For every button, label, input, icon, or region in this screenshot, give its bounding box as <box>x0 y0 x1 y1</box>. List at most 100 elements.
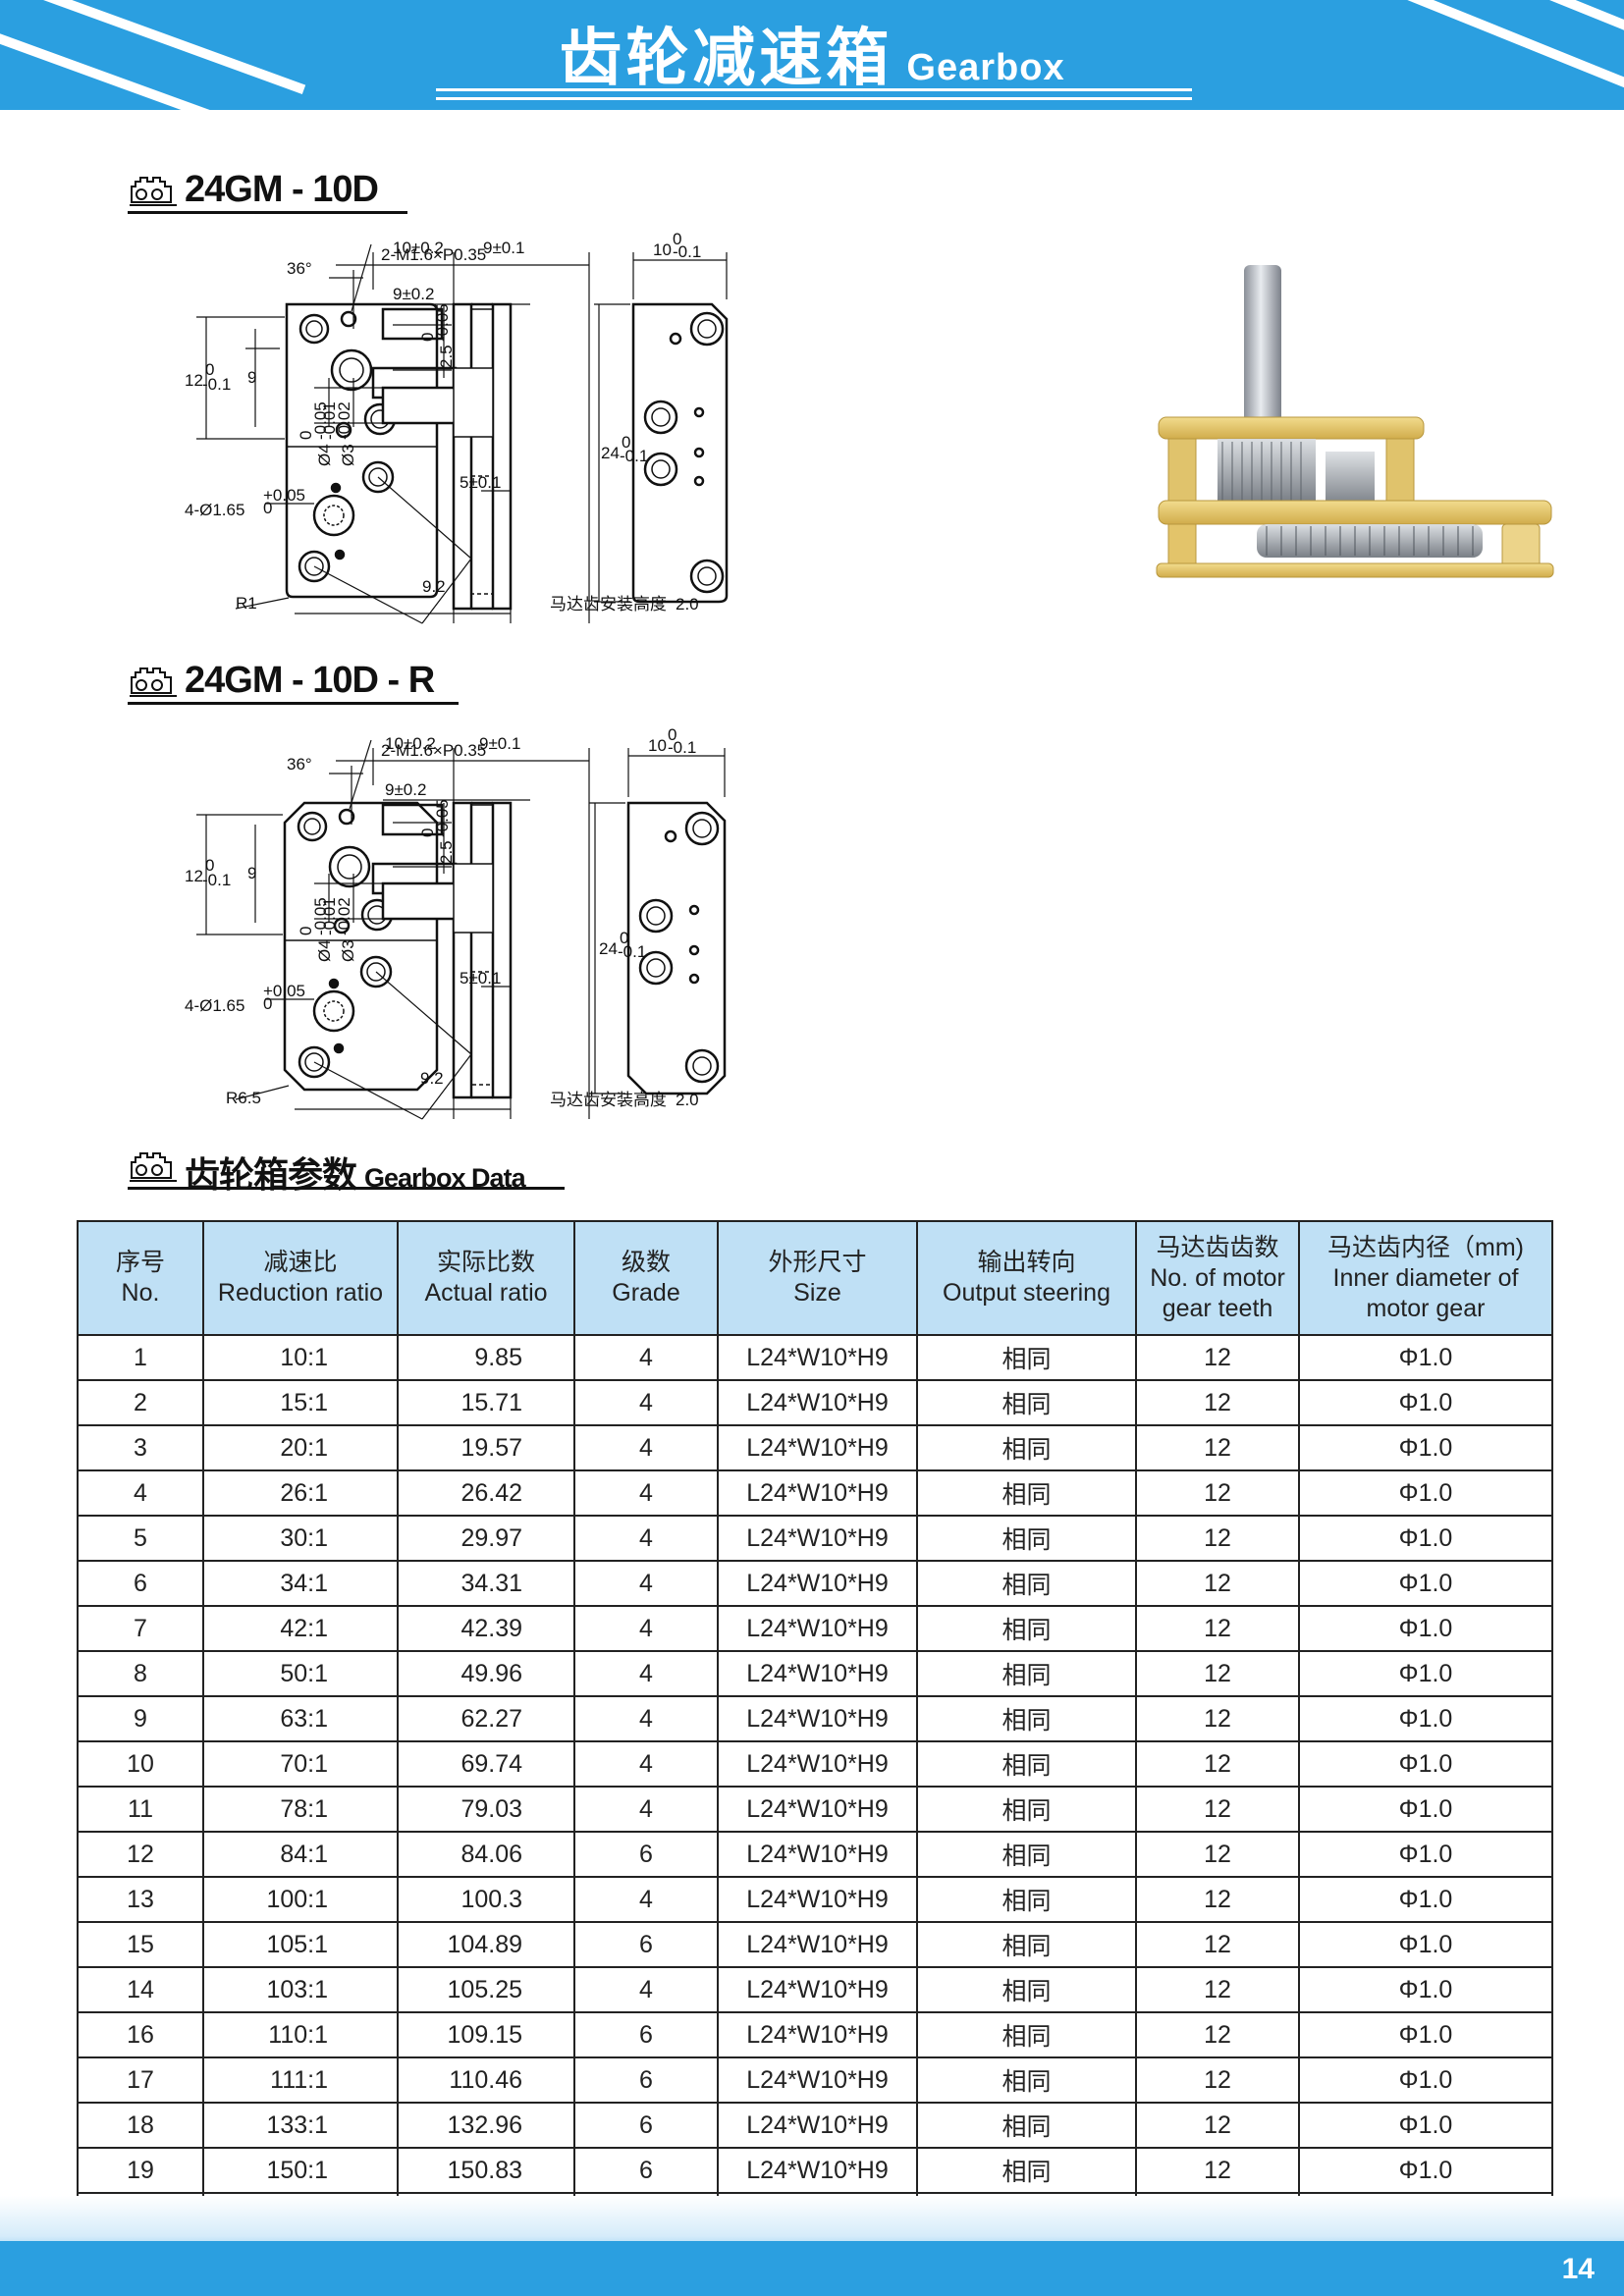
cell-motor-gear-teeth: 12 <box>1135 2011 1300 2058</box>
cell-actual-ratio: 109.15 <box>397 2011 575 2058</box>
cell-output-steering: 相同 <box>916 1831 1137 1878</box>
output-shaft <box>381 881 458 921</box>
cell-motor-gear-teeth: 12 <box>1135 1469 1300 1517</box>
dim-shaft-len: 9±0.2 <box>385 780 426 799</box>
dim-h24: 24 <box>599 939 618 958</box>
dim-w10-tol-top: 0 <box>673 230 681 248</box>
dim-shaft-d4-tol-bot: -0.05 <box>311 401 330 440</box>
cell-reduction-ratio: 103:1 <box>202 1966 399 2013</box>
dim-holes: 4-Ø1.65 <box>185 996 244 1015</box>
cell-inner-diameter: Φ1.0 <box>1298 1379 1553 1426</box>
cell-output-steering: 相同 <box>916 1424 1137 1471</box>
cell-actual-ratio: 100.3 <box>397 1876 575 1923</box>
cell-output-steering: 相同 <box>916 2147 1137 2194</box>
cell-grade: 4 <box>573 1876 719 1923</box>
dim-h12-tol-top: 0 <box>205 360 214 379</box>
model-b-drawing: 36° 2-M1.6×P0.35 2.5 0 -0.05 12 0 -0.1 9… <box>185 725 727 1120</box>
gear-icon <box>130 177 177 206</box>
dim-holes-tol-top: +0.05 <box>263 982 305 1000</box>
cell-actual-ratio: 84.06 <box>397 1831 575 1878</box>
cell-no: 1 <box>77 1334 204 1381</box>
dim-h24-tol-top: 0 <box>620 929 628 947</box>
heading-underline <box>128 702 459 705</box>
cell-actual-ratio: 15.71 <box>397 1379 575 1426</box>
cell-reduction-ratio: 70:1 <box>202 1740 399 1788</box>
gear-icon <box>130 1152 177 1182</box>
cell-no: 10 <box>77 1740 204 1788</box>
cell-actual-ratio: 79.03 <box>397 1786 575 1833</box>
cell-reduction-ratio: 30:1 <box>202 1515 399 1562</box>
cell-reduction-ratio: 50:1 <box>202 1650 399 1697</box>
cell-inner-diameter: Φ1.0 <box>1298 1786 1553 1833</box>
model-b-title: 24GM - 10D - R <box>185 660 435 701</box>
cell-output-steering: 相同 <box>916 1334 1137 1381</box>
cell-no: 11 <box>77 1786 204 1833</box>
cell-inner-diameter: Φ1.0 <box>1298 1515 1553 1562</box>
dim-holes: 4-Ø1.65 <box>185 501 244 519</box>
cell-grade: 4 <box>573 1424 719 1471</box>
dim-shaft-d4-tol-top: 0 <box>297 431 315 440</box>
dim-shaft-len: 9±0.2 <box>393 285 434 303</box>
cell-size: L24*W10*H9 <box>717 1876 918 1923</box>
heading-underline <box>128 1187 565 1190</box>
cell-no: 2 <box>77 1379 204 1426</box>
front-view-outline <box>283 801 439 1092</box>
dim-top2: 9±0.1 <box>483 239 524 257</box>
dim-shaft-d4-tol-top: 0 <box>297 927 315 935</box>
title-underline <box>436 88 1192 91</box>
cell-reduction-ratio: 110:1 <box>202 2011 399 2058</box>
cell-motor-gear-teeth: 12 <box>1135 2056 1300 2104</box>
dim-w10-tol-bot: -0.1 <box>673 242 701 261</box>
cell-size: L24*W10*H9 <box>717 1515 918 1562</box>
cell-output-steering: 相同 <box>916 1740 1137 1788</box>
output-shaft <box>381 386 458 425</box>
cell-reduction-ratio: 150:1 <box>202 2147 399 2194</box>
cell-actual-ratio: 62.27 <box>397 1695 575 1742</box>
cell-actual-ratio: 69.74 <box>397 1740 575 1788</box>
cell-grade: 4 <box>573 1695 719 1742</box>
dim-holes-tol-bot: 0 <box>263 499 272 517</box>
cell-grade: 6 <box>573 1921 719 1968</box>
cell-no: 18 <box>77 2102 204 2149</box>
dim-h24-tol-bot: -0.1 <box>620 447 648 465</box>
cell-grade: 4 <box>573 1334 719 1381</box>
title-underline <box>436 97 1192 100</box>
cell-grade: 6 <box>573 2011 719 2058</box>
cell-output-steering: 相同 <box>916 1560 1137 1607</box>
cell-no: 3 <box>77 1424 204 1471</box>
cell-no: 17 <box>77 2056 204 2104</box>
dim-d5: 5±0.1 <box>460 969 501 988</box>
cell-inner-diameter: Φ1.0 <box>1298 2011 1553 2058</box>
cell-output-steering: 相同 <box>916 1379 1137 1426</box>
cell-reduction-ratio: 15:1 <box>202 1379 399 1426</box>
model-a-title: 24GM - 10D <box>185 169 379 210</box>
dim-d1-tol-top: 0 <box>418 828 437 837</box>
dim-h24: 24 <box>601 444 620 462</box>
cell-motor-gear-teeth: 12 <box>1135 1786 1300 1833</box>
dim-w10-tol-bot: -0.1 <box>668 738 696 757</box>
cell-motor-gear-teeth: 12 <box>1135 1831 1300 1878</box>
cell-motor-gear-teeth: 12 <box>1135 1560 1300 1607</box>
cell-size: L24*W10*H9 <box>717 1424 918 1471</box>
dim-h9: 9 <box>247 368 256 387</box>
cell-no: 5 <box>77 1515 204 1562</box>
cell-motor-gear-teeth: 12 <box>1135 2102 1300 2149</box>
cell-actual-ratio: 49.96 <box>397 1650 575 1697</box>
cell-inner-diameter: Φ1.0 <box>1298 1424 1553 1471</box>
cell-size: L24*W10*H9 <box>717 1921 918 1968</box>
dim-top1: 10±0.2 <box>393 239 444 257</box>
page-title-en: Gearbox <box>906 47 1065 88</box>
dim-d1-tol-bot: -0.05 <box>433 799 452 837</box>
dim-shaft-d3-tol-bot: -0.02 <box>335 401 353 440</box>
cell-reduction-ratio: 26:1 <box>202 1469 399 1517</box>
cell-motor-gear-teeth: 12 <box>1135 1424 1300 1471</box>
